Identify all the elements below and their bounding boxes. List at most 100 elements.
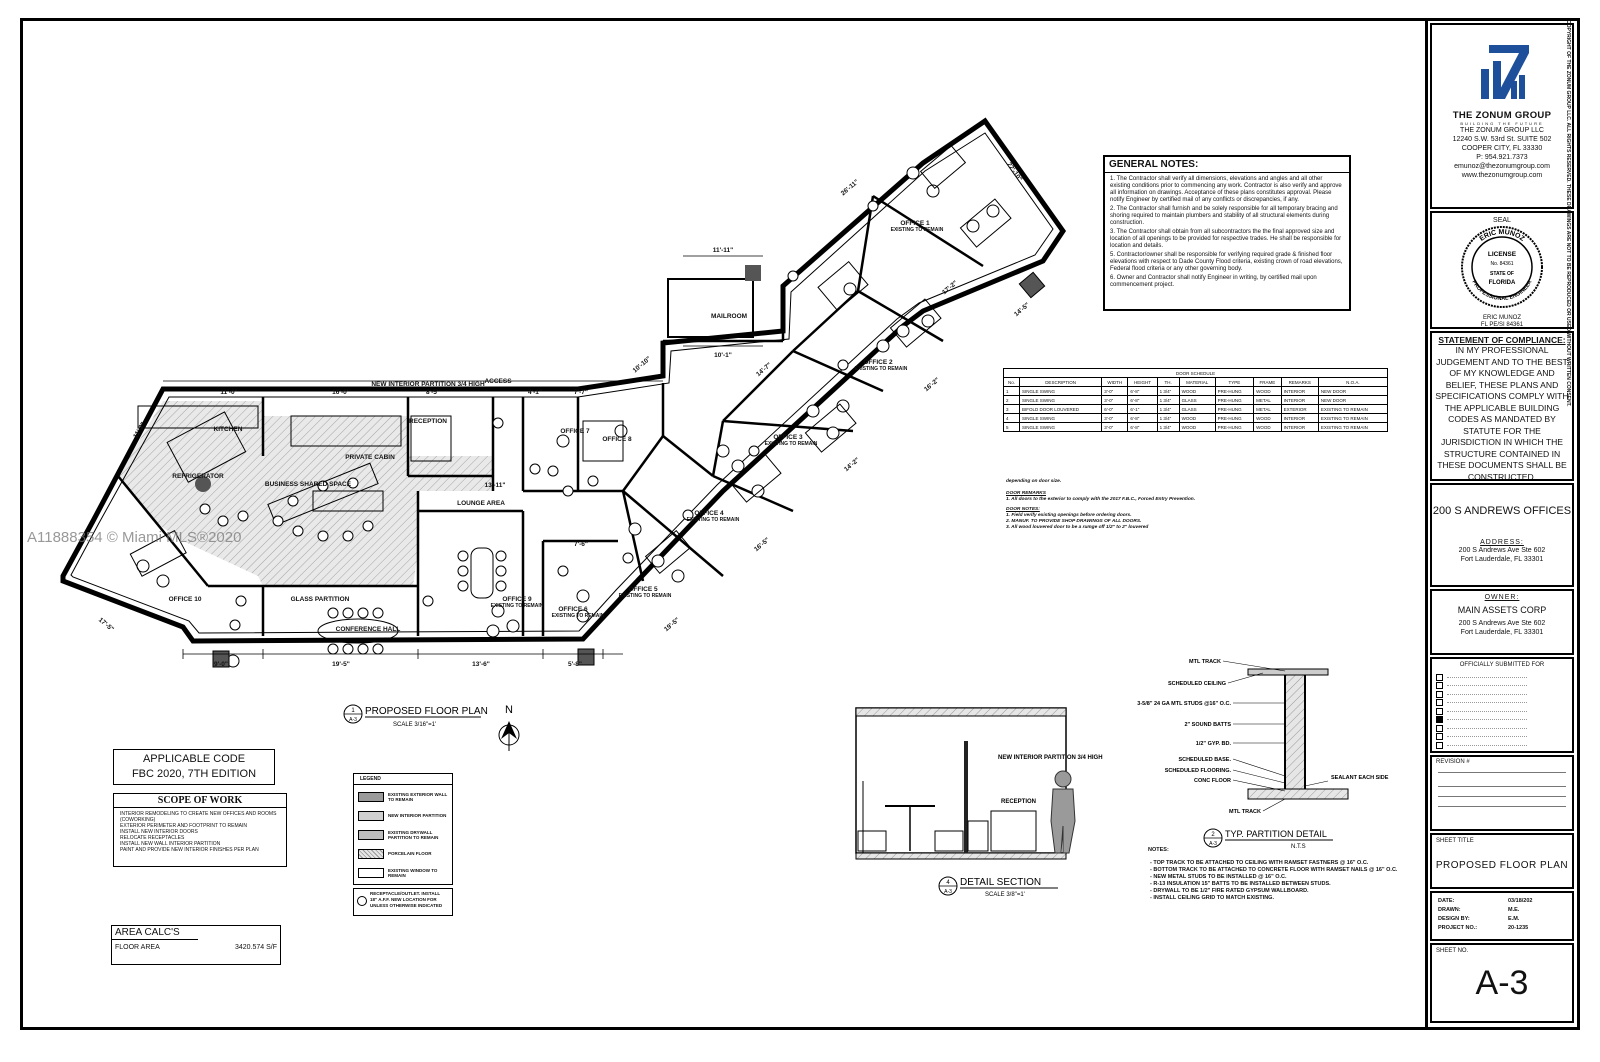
submit-checkbox-row[interactable] xyxy=(1436,716,1568,725)
checkbox[interactable] xyxy=(1436,699,1443,707)
door-schedule-cell: EXISTING TO REMAIN xyxy=(1317,422,1389,432)
door-schedule-cell: EXISTING TO REMAIN xyxy=(1317,413,1389,423)
submit-checkbox-row[interactable] xyxy=(1436,699,1568,708)
svg-text:FLORIDA: FLORIDA xyxy=(1489,280,1516,286)
door-schedule-cell: PRE-HUNG xyxy=(1214,404,1255,414)
door-schedule-header: N.O.A. xyxy=(1317,377,1389,387)
door-schedule-cell: WOOD xyxy=(1178,422,1216,432)
lounge-label: LOUNGE AREA xyxy=(457,500,505,507)
legend-label: EXISTING WINDOW TO REMAIN xyxy=(388,867,438,878)
door-schedule-cell: 5 xyxy=(1003,422,1020,432)
mailroom xyxy=(667,265,761,338)
svg-text:MTL TRACK: MTL TRACK xyxy=(1229,809,1261,815)
list-item: - R-13 INSULATION 15" BATTS TO BE INSTAL… xyxy=(1150,881,1331,887)
dim-16-0: 16'-0" xyxy=(332,389,350,396)
submit-checkbox-row[interactable] xyxy=(1436,707,1568,716)
list-item: - INSTALL CEILING GRID TO MATCH EXISTING… xyxy=(1150,895,1274,901)
submit-checkbox-row[interactable] xyxy=(1436,690,1568,699)
door-schedule-cell: WOOD xyxy=(1253,422,1282,432)
door-schedule-cell: INTERIOR xyxy=(1280,422,1319,432)
checkbox[interactable] xyxy=(1436,707,1443,715)
checkbox[interactable] xyxy=(1436,733,1443,741)
checkbox[interactable] xyxy=(1436,682,1443,690)
plan-scale: SCALE 3/16"=1' xyxy=(393,722,436,728)
door-schedule-cell: PRE-HUNG xyxy=(1214,413,1255,423)
submit-checkbox-row[interactable] xyxy=(1436,673,1568,682)
door-schedule-cell: INTERIOR xyxy=(1280,413,1319,423)
business-label: BUSINESS SHARED SPACE xyxy=(265,481,352,488)
dimensions xyxy=(163,255,763,659)
checkbox[interactable] xyxy=(1436,690,1443,698)
dim-8-5: 8'-5" xyxy=(426,389,440,396)
section-reception-label: RECEPTION xyxy=(1001,799,1036,805)
door-notes: depending on door size. DOOR REMARKS 1. … xyxy=(1006,479,1196,530)
door-schedule-cell: EXTERIOR xyxy=(1280,404,1319,414)
sheet-number: A-3 xyxy=(1475,964,1529,1002)
general-note: 2. The Contractor shall furnish and be s… xyxy=(1110,206,1338,226)
submit-checkbox-row[interactable] xyxy=(1436,733,1568,742)
section-title: DETAIL SECTION xyxy=(960,877,1041,888)
checkbox-line xyxy=(1447,693,1527,695)
floor-area-value: 3420.574 S/F xyxy=(234,944,277,951)
sheet-title: PROPOSED FLOOR PLAN xyxy=(1435,860,1569,871)
mailroom-label: MAILROOM xyxy=(711,313,747,320)
compliance-block: STATEMENT OF COMPLIANCE: IN MY PROFESSIO… xyxy=(1430,331,1574,481)
door-schedule-cell: METAL xyxy=(1253,404,1282,414)
door-schedule-header: No. xyxy=(1003,377,1020,387)
new-partition-label: NEW INTERIOR PARTITION 3/4 HIGH xyxy=(371,381,485,388)
floor-area-label: FLOOR AREA xyxy=(115,944,160,951)
dim-16-2: 16'-2" xyxy=(923,377,941,394)
chairs xyxy=(136,166,1000,668)
dim-11-0: 11'-0" xyxy=(220,389,237,396)
title-block: THE ZONUM GROUP BUILDING THE FUTURE THE … xyxy=(1428,21,1578,1027)
plan-tag-number: 1 xyxy=(351,708,355,714)
firm-name: THE ZONUM GROUP xyxy=(1452,110,1552,121)
list-item: - DRYWALL TO BE 1/2" FIRE RATED GYPSUM W… xyxy=(1150,888,1309,894)
door-schedule-cell: 1 3/4" xyxy=(1156,404,1180,414)
office9b-label: EXISTING TO REMAIN xyxy=(491,603,544,609)
office7-label: OFFICE 7 xyxy=(560,428,590,435)
submit-checkbox-row[interactable] xyxy=(1436,741,1568,750)
dim-16-5: 16'-5" xyxy=(753,537,771,554)
door-schedule-header: WIDTH xyxy=(1101,377,1129,387)
partition-notes: NOTES: - TOP TRACK TO BE ATTACHED TO CEI… xyxy=(1148,847,1398,901)
door-schedule-header: TH. xyxy=(1156,377,1180,387)
door-schedule-cell: SINGLE SWING xyxy=(1018,413,1103,423)
door-schedule-cell: WOOD xyxy=(1253,386,1282,396)
submit-checkbox-row[interactable] xyxy=(1436,682,1568,691)
checkbox[interactable] xyxy=(1436,673,1443,681)
private-label: PRIVATE CABIN xyxy=(345,454,395,461)
list-item: NEW INTERIOR PARTITION xyxy=(358,806,448,825)
revision-block: REVISION # xyxy=(1430,755,1574,831)
door-schedule-cell: PRE-HUNG xyxy=(1214,422,1255,432)
list-item: INSTALL NEW INTERIOR DOORS xyxy=(120,829,198,835)
partition-title: TYP. PARTITION DETAIL xyxy=(1225,829,1327,839)
office5-label: OFFICE 5 xyxy=(628,586,658,593)
checkbox[interactable] xyxy=(1436,716,1443,724)
office3-label: OFFICE 3 xyxy=(773,434,803,441)
list-item: EXISTING EXTERIOR WALL TO REMAIN xyxy=(358,787,448,806)
plan-title-block: 1 A-3 PROPOSED FLOOR PLAN SCALE 3/16"=1' xyxy=(343,704,488,728)
office6-label: OFFICE 6 xyxy=(558,606,588,613)
north-arrow: N xyxy=(498,704,520,751)
dim-13-11: 13'-11" xyxy=(485,482,506,489)
submit-checkbox-row[interactable] xyxy=(1436,724,1568,733)
dim-10-10: 10'-10" xyxy=(632,355,653,374)
partition-detail: MTL TRACK SCHEDULED CEILING 3-5/8" 24 GA… xyxy=(1137,659,1388,850)
legend-label: NEW INTERIOR PARTITION xyxy=(388,813,447,818)
door-schedule-cell: NEW DOOR xyxy=(1317,395,1389,405)
legend-label: EXISTING DRYWALL PARTITION TO REMAIN xyxy=(388,829,439,840)
plan-title: PROPOSED FLOOR PLAN xyxy=(365,706,488,717)
list-item: RELOCATE RECEPTACLES xyxy=(120,835,185,841)
door-schedule-header: HEIGHT xyxy=(1127,377,1158,387)
door-schedule-cell: 6'-8" xyxy=(1127,395,1158,405)
checkbox[interactable] xyxy=(1436,724,1443,732)
door-schedule-cell: SINGLE SWING xyxy=(1018,422,1103,432)
interior-walls xyxy=(117,194,984,636)
checkbox[interactable] xyxy=(1436,741,1443,749)
reception-label: RECEPTION xyxy=(409,418,447,425)
porcelain-floor-area xyxy=(118,401,493,586)
mls-watermark: A11888354 © Miami MLS®2020 xyxy=(27,529,242,546)
door-schedule-cell: 3'-0" xyxy=(1101,386,1129,396)
dim-19-5-bottom: 19'-5" xyxy=(332,661,350,668)
